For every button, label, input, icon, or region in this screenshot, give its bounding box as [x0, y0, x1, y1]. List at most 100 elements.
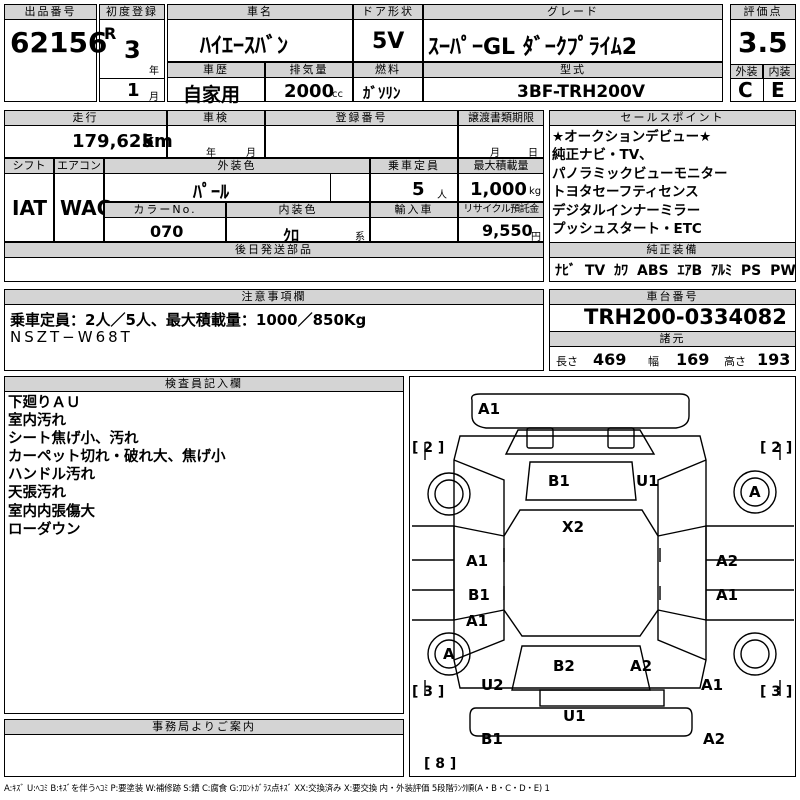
aircon-value: WAC: [60, 196, 112, 220]
hood: [525, 461, 637, 501]
dims-length-label: 長さ: [556, 355, 578, 368]
genuine-equip-item: ｱﾙﾐ: [711, 263, 733, 279]
wheel-front-right: [733, 470, 777, 514]
mark-b1-left: B1: [468, 586, 490, 604]
grade-value: ｽｰﾊﾟｰGL ﾀﾞｰｸﾌﾟﾗｲﾑ2: [428, 35, 638, 60]
capacity-header: 乗車定員: [370, 158, 458, 174]
inspector-header: 検査員記入欄: [4, 376, 404, 392]
genuine-equip-item: ｶﾜ: [614, 263, 629, 279]
model-header: 型式: [423, 62, 723, 78]
mark-a2-rear: A2: [630, 657, 653, 675]
max-load-value: 1,000: [470, 179, 527, 200]
inspector-note-item: 下廻りＡＵ: [8, 395, 81, 411]
notes-header: 注意事項欄: [4, 289, 544, 305]
displacement-unit: cc: [332, 89, 343, 100]
capacity-unit: 人: [437, 190, 447, 201]
aircon-header: エアコン: [54, 158, 104, 174]
mark-a-wheel-fr: A: [749, 483, 761, 501]
history-value: 自家用: [183, 84, 241, 106]
inspection-header: 車検: [167, 110, 265, 126]
later-parts-header: 後日発送部品: [4, 242, 544, 258]
genuine-equip-item: PS: [740, 263, 762, 279]
bracket-8: [ 8 ]: [424, 756, 457, 772]
bracket-3-left: [ 3 ]: [412, 684, 445, 700]
mileage-value: 179,625: [72, 131, 154, 152]
mark-a1-top: A1: [478, 400, 501, 418]
exterior-grade: C: [738, 78, 753, 102]
genuine-equip-list: ﾅﾋﾞ TV ｶﾜ ABS ｴｱB ｱﾙﾐ PS PW: [555, 260, 796, 280]
inspector-note-item: 室内内張傷大: [8, 503, 95, 520]
import-header: 輸入車: [370, 202, 458, 218]
dims-width-label: 幅: [648, 355, 659, 368]
inspector-note-item: シート焦げ小、汚れ: [8, 431, 139, 448]
dims-height-label: 高さ: [724, 355, 746, 368]
bracket-2-left: [ 2 ]: [412, 440, 445, 456]
sales-points-header: セールスポイント: [549, 110, 796, 126]
mark-a1-right: A1: [716, 586, 739, 604]
mark-u1-bumper: U1: [563, 707, 586, 725]
color-no-value: 070: [150, 222, 184, 241]
legend-text: A:ｷｽﾞ U:ﾍｺﾐ B:ｷｽﾞを伴うﾍｺﾐ P:要塗装 W:補修跡 S:錆 …: [4, 784, 550, 794]
recycle-header: リサイクル預託金: [458, 202, 544, 218]
first-reg-header: 初度登録: [99, 4, 165, 20]
transfer-header: 譲渡書類期限: [458, 110, 544, 126]
first-reg-month-unit: 月: [149, 92, 159, 103]
rear-bumper-outline: [469, 707, 693, 737]
dims-height: 193: [757, 350, 791, 369]
notes-line-2: NSZT−W68T: [10, 328, 133, 346]
notes-line-1: 乗車定員：2人／5人、最大積載量：1000／850Kg: [10, 311, 367, 329]
sales-point-item: トヨタセーフティセンス: [552, 184, 699, 201]
genuine-equip-item: ｴｱB: [677, 263, 703, 279]
mark-u2-left: U2: [481, 676, 504, 694]
transfer-day-unit: 日: [528, 148, 538, 159]
recycle-unit: 円: [531, 232, 541, 243]
mark-b2-rear: B2: [553, 657, 575, 675]
int-color-unit: 系: [355, 232, 365, 243]
mark-b1-hood: B1: [548, 472, 570, 490]
first-reg-era: R: [104, 24, 117, 43]
inspector-note-item: 室内汚れ: [8, 413, 66, 430]
shift-value: IAT: [12, 196, 48, 220]
mark-u1-hood: U1: [636, 472, 659, 490]
color-no-header: カラーNo.: [104, 202, 226, 218]
mileage-unit: km: [142, 131, 173, 152]
mark-a2-right: A2: [716, 552, 739, 570]
car-name-header: 車名: [167, 4, 353, 20]
mark-a-wheel-rl: A: [443, 645, 455, 663]
displacement-value: 2000: [284, 81, 335, 102]
genuine-equip-header: 純正装備: [549, 242, 796, 258]
genuine-equip-item: ﾅﾋﾞ: [555, 263, 576, 279]
shift-header: シフト: [4, 158, 54, 174]
grade-header: グレード: [423, 4, 723, 20]
mark-a2-bottom: A2: [703, 730, 726, 748]
mark-b1-bottom: B1: [481, 730, 503, 748]
inspection-month-unit: 月: [246, 148, 256, 159]
model-value: 3BF-TRH200V: [517, 82, 645, 102]
wheel-rear-left: [427, 632, 471, 676]
bracket-2-right: [ 2 ]: [760, 440, 793, 456]
inspector-note-item: 天張汚れ: [8, 485, 66, 502]
inspector-note-item: ローダウン: [8, 521, 81, 538]
interior-header: 内装: [763, 64, 796, 79]
mark-x2-roof: X2: [562, 518, 585, 536]
sales-point-item: デジタルインナーミラー: [552, 202, 701, 219]
exterior-header: 外装: [730, 64, 763, 79]
body-outline: [453, 435, 707, 689]
first-reg-year: 3: [124, 36, 141, 64]
first-reg-month: 1: [127, 80, 140, 101]
sales-points-list: ★オークションデビュー★純正ナビ・TV、パノラミックビューモニタートヨタセーフテ…: [552, 128, 728, 238]
score-header: 評価点: [730, 4, 796, 20]
sales-point-item: パノラミックビューモニター: [552, 165, 728, 182]
wheel-front-left: [427, 472, 471, 516]
registration-header: 登録番号: [265, 110, 458, 126]
dims-header: 諸元: [549, 331, 796, 347]
bracket-3-right: [ 3 ]: [760, 684, 793, 700]
genuine-equip-item: ABS: [637, 263, 669, 279]
mark-a1-left: A1: [466, 552, 489, 570]
capacity-value: 5: [412, 179, 425, 200]
int-color-header: 内装色: [226, 202, 370, 218]
sales-point-item: プッシュスタート・ETC: [552, 221, 702, 238]
lot-no-value: 62156: [10, 26, 108, 59]
inspection-year-unit: 年: [206, 148, 216, 159]
sales-point-item: ★オークションデビュー★: [552, 129, 712, 145]
